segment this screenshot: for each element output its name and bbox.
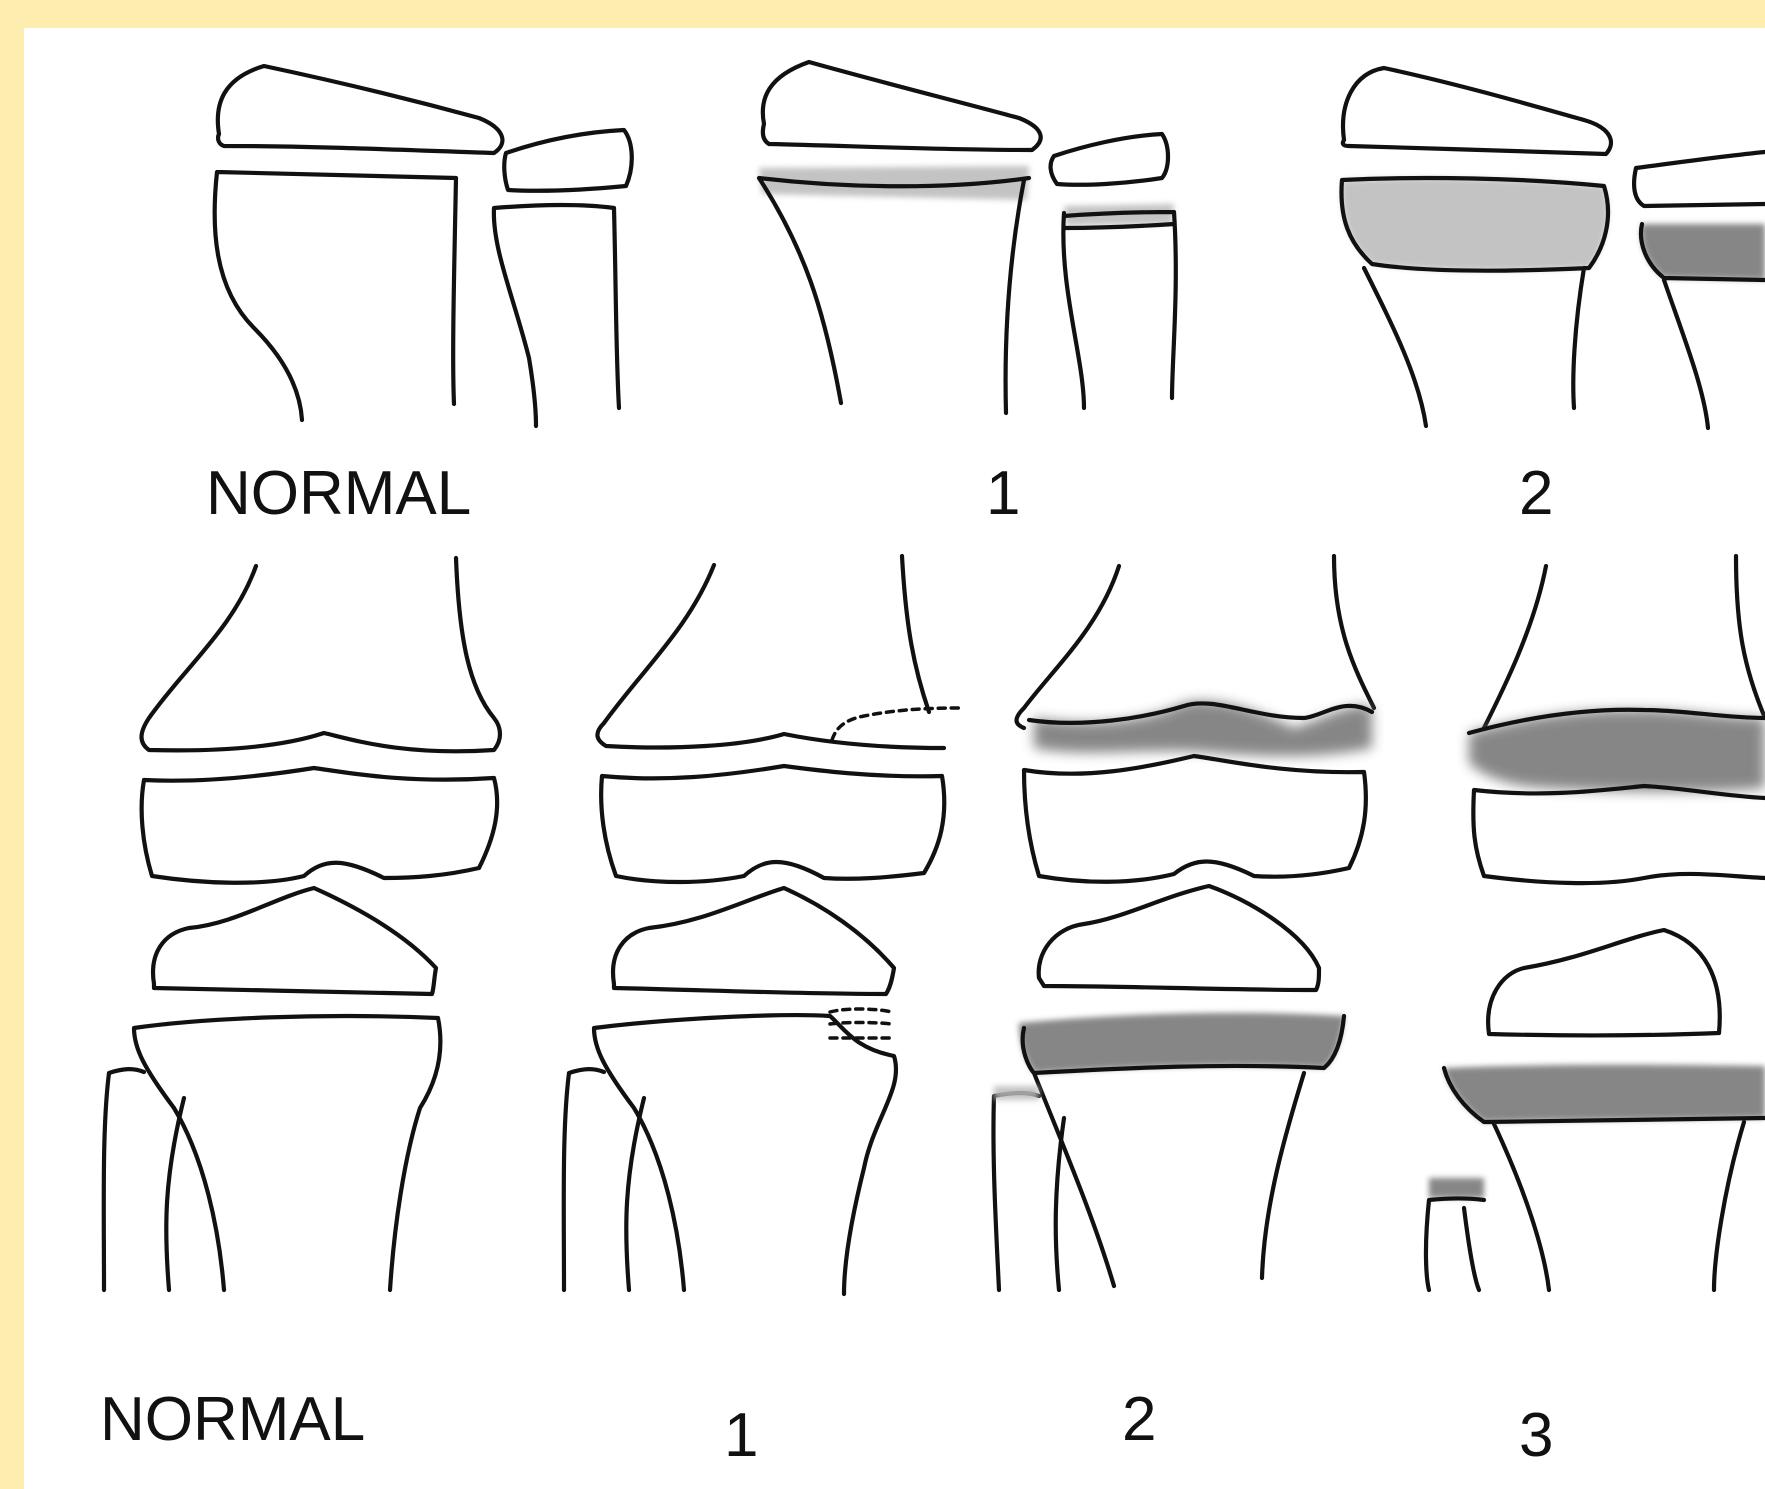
bottom-normal-femoral-epiphysis [142, 768, 498, 883]
bottom-type-3-fibular-physis-shading [1429, 1178, 1484, 1198]
top-type-1-tibial-epiphysis [763, 62, 1041, 150]
diagram-canvas: NORMAL 1 2 [24, 28, 1765, 1489]
top-type-1-tibial-metaphysis [759, 178, 1029, 413]
top-type-1-fibular-metaphysis [1063, 212, 1175, 408]
bottom-type-3-femoral-epiphysis [1473, 786, 1765, 883]
bottom-normal-tibial-metaphysis [134, 1016, 440, 1290]
label-top-type-2: 2 [1519, 459, 1553, 528]
growth-plate-injury-diagram: NORMAL 1 2 [24, 28, 1765, 1489]
bottom-type-1-tibial-metaphysis [594, 1015, 896, 1294]
top-type-2-fibular-epiphysis [1634, 152, 1765, 206]
top-type-1-fibular-epiphysis [1051, 134, 1168, 185]
label-top-normal: NORMAL [206, 459, 471, 528]
top-type-2-tibial-epiphysis [1343, 68, 1611, 154]
bottom-type-2-tibial-epiphysis [1039, 886, 1319, 990]
bottom-type-1-figure [564, 556, 959, 1294]
bottom-type-2-femoral-epiphysis [1024, 756, 1366, 882]
top-normal-tibial-epiphysis [218, 66, 503, 153]
bottom-type-3-femoral-metaphysis [1484, 556, 1765, 728]
top-normal-fibular-epiphysis [504, 130, 632, 191]
top-normal-figure [215, 66, 632, 426]
bottom-type-1-tibial-epiphysis [613, 888, 894, 994]
bottom-type-1-femoral-metaphysis [597, 556, 944, 748]
bottom-type-3-tibial-physis-shading [1444, 1065, 1765, 1122]
bottom-type-2-tibial-physis-shading [1019, 1013, 1344, 1073]
label-bottom-type-2: 2 [1122, 1385, 1156, 1454]
top-normal-fibular-metaphysis [494, 205, 619, 426]
bottom-normal-femoral-metaphysis [142, 558, 501, 751]
bottom-type-2-fibular-physis-shading [994, 1086, 1039, 1100]
top-type-2-figure [1341, 68, 1765, 428]
label-bottom-type-3: 3 [1519, 1401, 1553, 1470]
label-top-type-1: 1 [986, 459, 1020, 528]
label-bottom-type-1: 1 [724, 1401, 758, 1470]
top-normal-tibial-metaphysis [215, 172, 456, 420]
top-type-2-physeal-widening-shading [1341, 178, 1608, 271]
bottom-normal-tibial-epiphysis [153, 888, 436, 994]
bottom-normal-figure [104, 558, 500, 1290]
bottom-type-1-femoral-epiphysis [601, 766, 944, 882]
bottom-type-2-figure [993, 556, 1374, 1290]
bottom-type-3-figure [1426, 556, 1765, 1290]
bottom-type-3-fibula [1426, 1199, 1484, 1291]
label-bottom-normal: NORMAL [100, 1385, 365, 1454]
top-type-1-figure [759, 62, 1176, 413]
bottom-type-1-fracture-line-femur [832, 708, 959, 740]
bottom-type-2-physis-shading [1034, 701, 1372, 756]
bottom-type-3-tibial-epiphysis [1488, 930, 1720, 1035]
